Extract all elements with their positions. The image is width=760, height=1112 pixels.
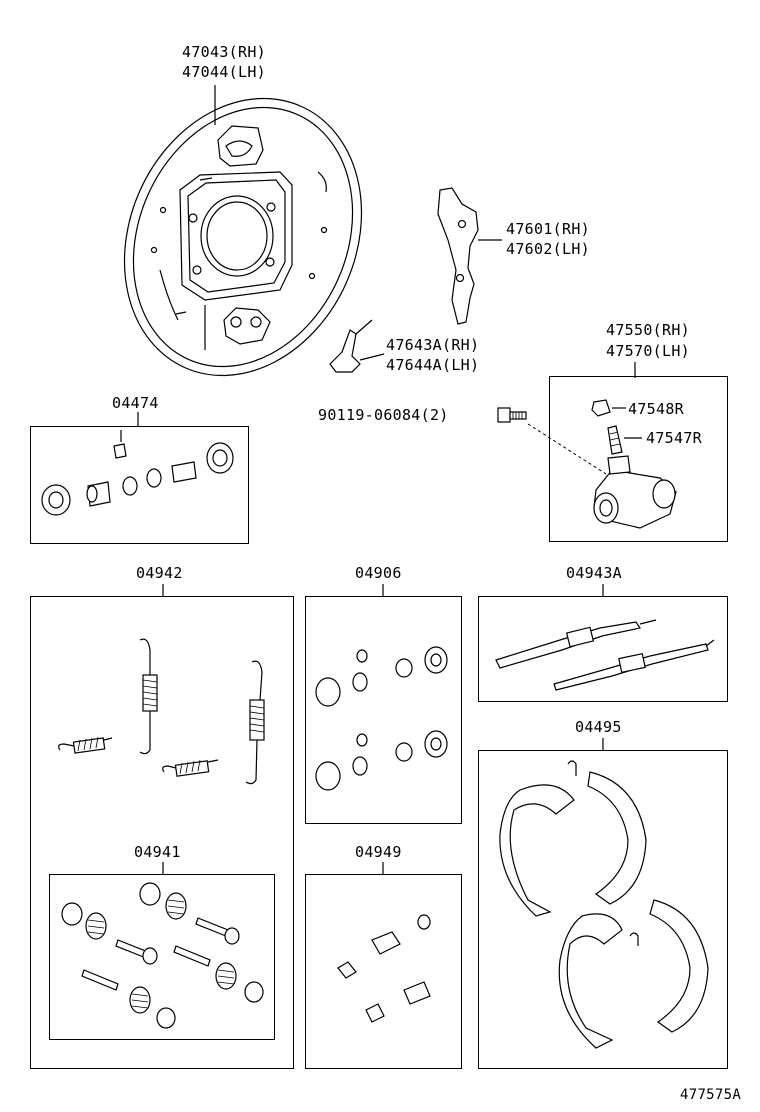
label-kit-boot: 04949: [355, 843, 402, 861]
box-boot-kit: [305, 874, 462, 1069]
label-kit-spring: 04942: [136, 564, 183, 582]
label-kit-shoe: 04495: [575, 718, 622, 736]
label-bolt: 90119-06084(2): [318, 406, 449, 424]
adjuster-lever: [329, 319, 385, 373]
label-cylinder-lh: 47570(LH): [606, 342, 690, 360]
box-hold-down-kit: [49, 874, 275, 1040]
label-backing-plate-lh: 47044(LH): [182, 63, 266, 81]
label-lever-lh: 47602(LH): [506, 240, 590, 258]
boot-kit-parts: [337, 914, 431, 1023]
hold-down-kit-parts: [61, 882, 264, 1029]
cup-kit-parts: [315, 646, 448, 791]
backing-plate: [123, 85, 363, 377]
label-adjuster-lever-lh: 47644A(LH): [386, 356, 480, 374]
spring-kit-parts: [58, 638, 265, 785]
label-backing-plate-rh: 47043(RH): [182, 43, 266, 61]
box-shoe-kit: [478, 750, 728, 1069]
parking-lever: [437, 187, 502, 325]
label-adjuster-lever-rh: 47643A(RH): [386, 336, 480, 354]
box-strut-kit: [478, 596, 728, 702]
label-lever-rh: 47601(RH): [506, 220, 590, 238]
shoe-kit-parts: [499, 760, 709, 1049]
label-bleeder: 47547R: [646, 429, 702, 447]
footer-code: 477575A: [680, 1087, 742, 1103]
label-cylinder-rh: 47550(RH): [606, 321, 690, 339]
box-wheel-cylinder: [549, 376, 728, 542]
label-kit-hold-down: 04941: [134, 843, 181, 861]
label-kit-cylinder: 04474: [112, 394, 159, 412]
label-cap: 47548R: [628, 400, 684, 418]
label-kit-cup: 04906: [355, 564, 402, 582]
wheel-cylinder: [591, 399, 677, 529]
box-spring-kit: [30, 596, 294, 1069]
strut-kit-parts: [495, 619, 715, 691]
label-kit-strut: 04943A: [566, 564, 622, 582]
box-cylinder-kit: [30, 426, 249, 544]
cylinder-kit-parts: [41, 430, 234, 516]
bolt: [497, 407, 607, 475]
box-cup-kit: [305, 596, 462, 824]
